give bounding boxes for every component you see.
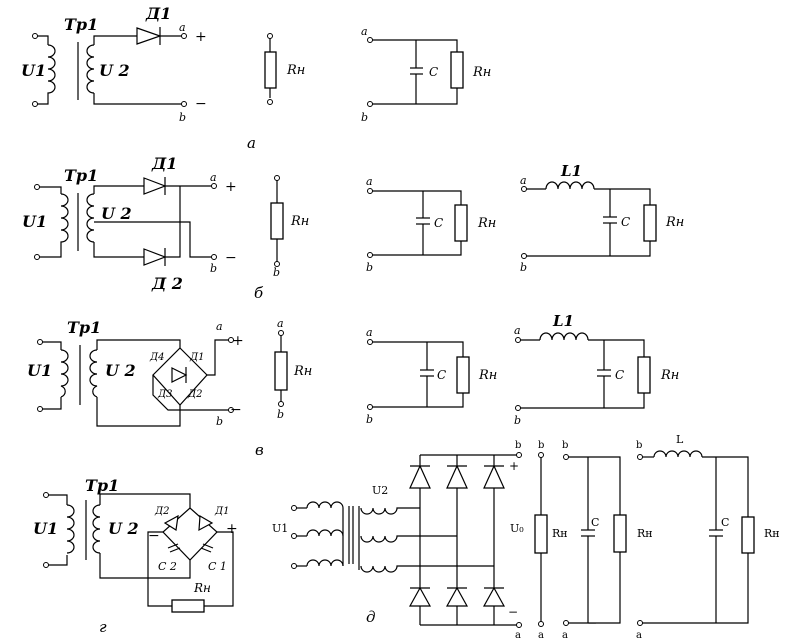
term-b: b [515,440,521,451]
tr1-label: Тр1 [64,166,98,185]
c-label: C [721,516,729,529]
c-label: C [615,368,624,382]
u2-label: U2 [372,484,388,497]
tr1-label: Тр1 [67,318,101,337]
circuit-g-doubler [43,492,234,613]
plus-sign: + [225,179,237,195]
tr1-label: Тр1 [64,15,98,34]
term-a: a [216,320,223,333]
term-b: b [538,440,544,451]
d4-label: Д4 [149,352,165,363]
doubler-capacitors [167,543,214,553]
u1-label: U1 [33,519,58,538]
term-b: b [366,261,373,274]
rn-label: Rн [764,527,780,540]
term-b: b [179,111,186,124]
term-a: a [366,175,373,188]
term-b: b [636,440,642,451]
term-b: b [562,440,568,451]
plus-sign: + [195,29,207,45]
c-label: C [591,516,599,529]
term-b: b [520,261,527,274]
caption-d: д [366,608,376,626]
plus-sign: + [226,521,238,537]
circuit-b-center-tap [34,175,657,267]
term-b: b [273,266,280,279]
plus-sign: + [509,459,519,473]
tr1-label: Тр1 [85,476,119,495]
term-b: b [216,415,223,428]
d1-label: Д1 [145,4,171,23]
plus-sign: + [232,333,244,349]
rn-label: Rн [472,65,491,80]
rn-label: Rн [290,214,309,229]
minus-sign: − [230,402,242,418]
d1-label: Д1 [189,352,205,363]
term-a: a [179,21,186,34]
term-b: b [366,413,373,426]
u1-label: U1 [22,212,47,231]
l-label: L [676,433,684,446]
rn-label: Rн [477,216,496,231]
u0-label: U₀ [510,522,524,535]
u2-label: U 2 [108,519,139,538]
c-label: C [434,216,443,230]
rn-label: Rн [637,527,653,540]
d2-label: Д2 [154,506,170,517]
term-a: a [562,630,568,641]
rn-label: Rн [193,581,211,595]
u2-label: U 2 [101,204,132,223]
l1-label: L1 [552,312,574,330]
rn-label: Rн [552,527,568,540]
c1-label: C 1 [208,560,227,573]
term-a: a [538,630,544,641]
u2-label: U 2 [105,361,136,380]
c-label: C [437,368,446,382]
d2-label: Д 2 [151,274,183,293]
labels: Тр1 U1 U 2 Д1 a + b − Rн a b C Rн а Тр1 … [21,4,780,641]
d3-label: Д3 [157,389,173,400]
term-b: b [277,408,284,421]
term-a: a [361,25,368,38]
term-a: a [520,174,527,187]
term-a: a [514,324,521,337]
u2-label: U 2 [99,61,130,80]
minus-sign: − [148,528,160,544]
c2-label: C 2 [158,560,177,573]
d1-label: Д1 [151,154,177,173]
caption-v: в [255,441,264,459]
rn-label: Rн [478,368,497,383]
u1-label: U1 [272,522,288,535]
c-label: C [621,215,630,229]
rn-label: Rн [286,63,305,78]
term-a: a [277,317,284,330]
term-a: a [636,630,642,641]
minus-sign: − [195,96,207,112]
caption-b: б [254,284,264,302]
rn-label: Rн [660,368,679,383]
term-b: b [361,111,368,124]
term-a: a [210,171,217,184]
circuit-d-three-phase [291,450,755,628]
term-a: a [366,326,373,339]
minus-sign: − [508,605,518,619]
u1-label: U1 [21,61,46,80]
circuit-a-half-wave [32,27,464,107]
u1-label: U1 [27,361,52,380]
l1-label: L1 [560,162,582,180]
caption-a: а [247,134,256,152]
d1-label: Д1 [214,506,230,517]
term-b: b [514,414,521,427]
rn-label: Rн [293,364,312,379]
term-b: b [210,262,217,275]
caption-g: г [99,618,107,636]
circuit-v-bridge [37,330,651,427]
term-a: a [515,630,521,641]
rn-label: Rн [665,215,684,230]
c-label: C [429,65,438,79]
d2-label: Д2 [187,389,203,400]
minus-sign: − [225,250,237,266]
minus-sign: − [587,616,597,630]
